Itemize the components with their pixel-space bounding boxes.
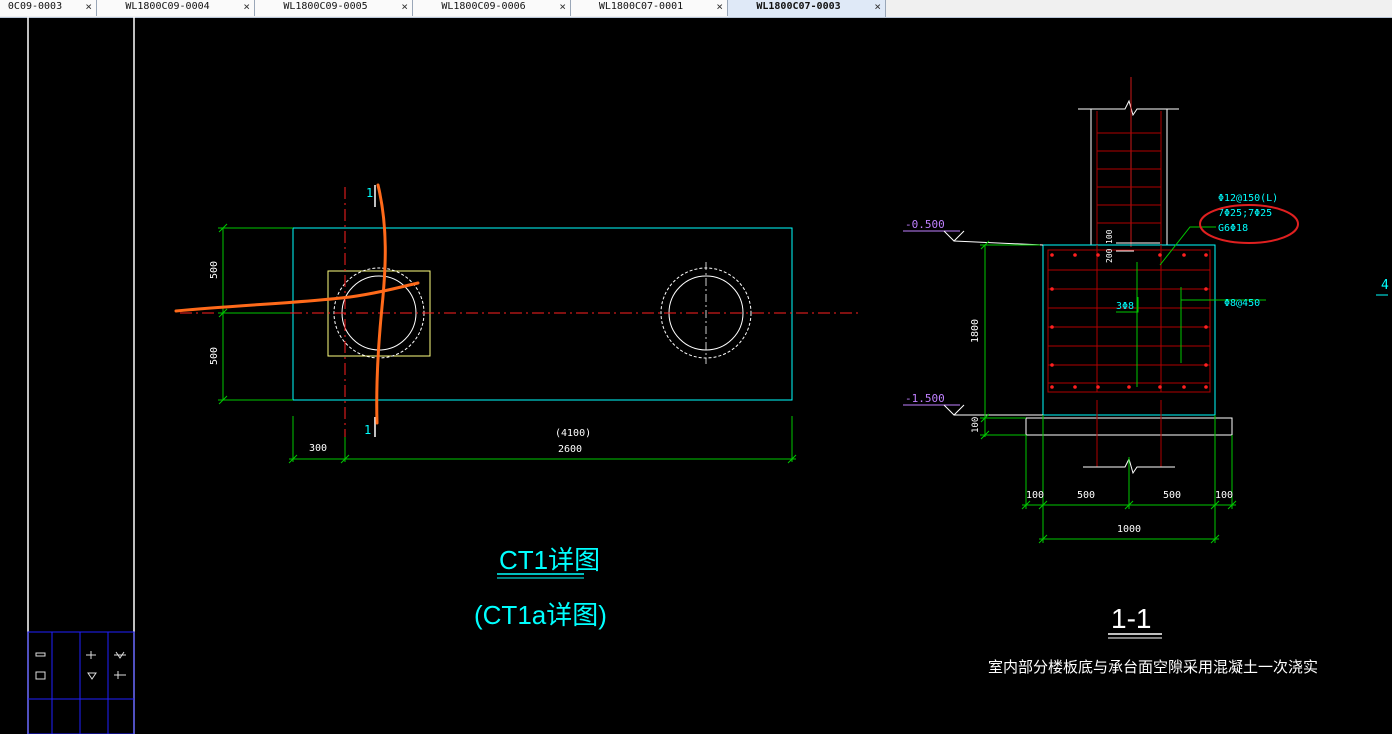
tab-wl1800c07-0001[interactable]: WL1800C07-0001 × — [571, 0, 728, 16]
dimension-text: 1800 — [970, 319, 981, 343]
markup-stroke — [375, 183, 387, 425]
rebar-dots — [1050, 253, 1208, 389]
tab-wl1800c09-0006[interactable]: WL1800C09-0006 × — [413, 0, 571, 16]
cap-top-tick — [1116, 242, 1160, 252]
rebar-label: G6Φ18 — [1218, 223, 1248, 234]
tab-label: WL1800C07-0003 — [756, 1, 841, 12]
plan-title: CT1详图 — [499, 545, 600, 575]
section-mark-label: 1 — [364, 423, 371, 437]
tab-label: WL1800C09-0006 — [441, 1, 526, 12]
dimension-text: 500 — [1163, 490, 1181, 501]
tab-label: WL1800C07-0001 — [598, 1, 684, 12]
elevation-marker-top — [903, 230, 1044, 246]
dimension-text: 300 — [309, 443, 327, 454]
tab-close-icon[interactable]: × — [85, 0, 92, 13]
document-tab-bar: 0C09-0003 × WL1800C09-0004 × WL1800C09-0… — [0, 0, 1392, 18]
dimension-text: 100 — [1026, 490, 1044, 501]
elevation-marker-bottom — [903, 404, 1043, 416]
rebar-label: Φ8@450 — [1224, 298, 1260, 309]
tab-wl1800c09-0005[interactable]: WL1800C09-0005 × — [255, 0, 413, 16]
title-block — [27, 631, 135, 734]
dimension-text: 500 — [209, 347, 220, 365]
dimension-text: 2600 — [558, 444, 582, 455]
rebar-leader — [1116, 226, 1266, 363]
edge-mark: 4 — [1381, 278, 1389, 293]
pile-cap-outline — [292, 227, 793, 401]
tab-close-icon[interactable]: × — [559, 0, 566, 13]
elevation-label: -1.500 — [905, 392, 945, 405]
pile-cap-section — [1042, 244, 1216, 416]
section-mark-label: 1 — [366, 186, 373, 200]
tab-label: WL1800C09-0004 — [125, 1, 210, 12]
dimension-text: 100 — [1105, 229, 1114, 244]
markup-stroke — [174, 281, 420, 313]
plan-subtitle: (CT1a详图) — [474, 600, 607, 630]
tab-close-icon[interactable]: × — [401, 0, 408, 13]
pile-cap-rebar — [1047, 245, 1211, 393]
rebar-label: Φ12@150(L) — [1218, 193, 1278, 204]
tab-label: 0C09-0003 — [7, 1, 63, 12]
tab-wl1800c07-0003[interactable]: WL1800C07-0003 × — [728, 0, 886, 17]
tab-close-icon[interactable]: × — [243, 0, 250, 13]
dimension-text: (4100) — [555, 428, 591, 439]
dimension-text: 100 — [971, 417, 981, 433]
tab-wl1800c09-0004[interactable]: WL1800C09-0004 × — [97, 0, 255, 16]
dimension-text: 500 — [1077, 490, 1095, 501]
tab-close-icon[interactable]: × — [874, 0, 881, 13]
tab-close-icon[interactable]: × — [716, 0, 723, 13]
elevation-label: -0.500 — [905, 218, 945, 231]
section-note: 室内部分楼板底与承台面空隙采用混凝土一次浇实 — [988, 658, 1318, 676]
cad-drawing-canvas[interactable]: 1 1 500 500 300 (4100) 2600 — [0, 17, 1392, 734]
markup-circle — [1199, 204, 1299, 244]
pile-right — [660, 262, 752, 364]
tab-0c09-0003[interactable]: 0C09-0003 × — [0, 0, 97, 16]
dimension-vertical — [980, 240, 1040, 440]
section-view: -0.500 -1.500 1800 100 100 200 — [903, 77, 1318, 676]
pile-section — [1083, 400, 1175, 475]
blinding-layer — [1025, 417, 1233, 436]
dimension-bottom — [288, 416, 797, 464]
dimension-bottom-section — [1021, 415, 1237, 544]
section-title: 1-1 — [1111, 603, 1151, 634]
rebar-label: 7Φ25;7Φ25 — [1218, 208, 1272, 219]
dimension-left — [218, 223, 293, 405]
rebar-label: 3Φ8 — [1116, 301, 1134, 312]
column-section — [1078, 77, 1179, 247]
dimension-text: 1000 — [1117, 524, 1141, 535]
tab-label: WL1800C09-0005 — [283, 1, 368, 12]
dimension-text: 200 — [1105, 248, 1114, 263]
dimension-text: 100 — [1215, 490, 1233, 501]
plan-view: 1 1 500 500 300 (4100) 2600 — [174, 183, 862, 630]
dimension-text: 500 — [209, 261, 220, 279]
